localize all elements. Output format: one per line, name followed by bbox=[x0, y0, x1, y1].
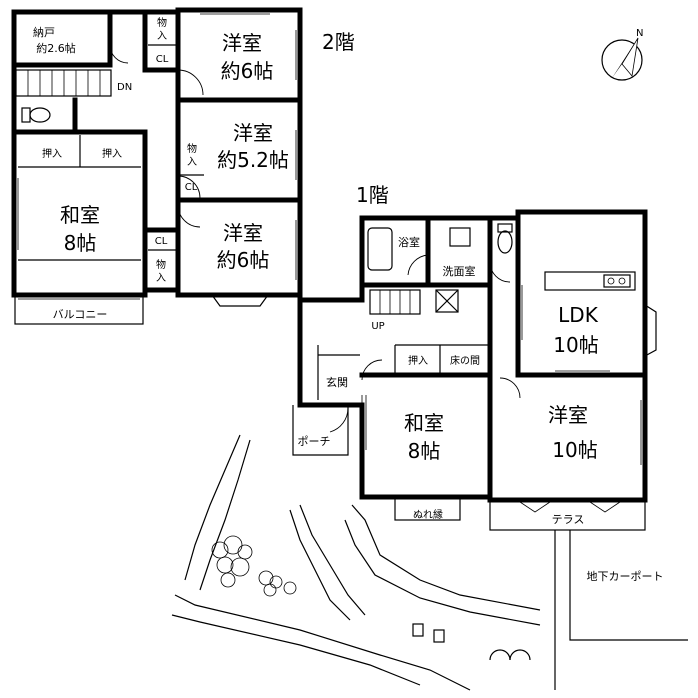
dn-label: DN bbox=[117, 82, 132, 93]
yoshitsu-a-size: 約6帖 bbox=[221, 59, 274, 83]
ldk-name: LDK bbox=[558, 303, 599, 327]
mono-b1: 物 bbox=[187, 142, 197, 155]
stairs-2f bbox=[15, 69, 112, 97]
slope-line-3 bbox=[289, 509, 351, 621]
slope-line-1 bbox=[351, 504, 541, 611]
toilet-1f bbox=[497, 230, 513, 254]
floor2-title: 2階 bbox=[322, 30, 355, 54]
yoshitsu-b-name: 洋室 bbox=[233, 121, 273, 145]
yoshitsu-1f-size: 10帖 bbox=[552, 438, 597, 462]
floor2-labels: 2階 納戸 約2.6帖 物 入 CL DN 洋室 約6帖 押入 押入 物 入 C… bbox=[33, 16, 355, 321]
yoshitsu-c-size: 約6帖 bbox=[217, 248, 270, 272]
terrace-label: テラス bbox=[552, 513, 585, 526]
bay-window-2f bbox=[211, 294, 269, 307]
genkan-label: 玄関 bbox=[326, 375, 348, 389]
floor1-labels: 1階 浴室 洗面室 UP LDK 10帖 押入 床の間 玄関 洋室 10帖 和室… bbox=[298, 183, 664, 583]
nando-walls bbox=[11, 11, 113, 68]
site-outline bbox=[171, 434, 688, 691]
floor1-plan bbox=[292, 209, 657, 531]
cl-c: CL bbox=[155, 236, 168, 247]
washbasin bbox=[449, 227, 471, 247]
mono-a1: 物 bbox=[157, 16, 167, 29]
nando-size: 約2.6帖 bbox=[36, 41, 76, 55]
floor1-title: 1階 bbox=[356, 183, 389, 207]
oshiire-1f: 押入 bbox=[408, 354, 428, 367]
ldk-size: 10帖 bbox=[553, 333, 598, 357]
balcony bbox=[14, 295, 144, 325]
terrace-deck bbox=[489, 499, 646, 531]
stairs-1f bbox=[369, 289, 421, 315]
toilet-2f bbox=[29, 107, 51, 123]
bay-window-1f bbox=[644, 304, 657, 357]
yoshitsu-c-name: 洋室 bbox=[223, 221, 263, 245]
floor2-plan bbox=[11, 7, 303, 325]
mono-b2: 入 bbox=[187, 157, 197, 168]
carport-label: 地下カーポート bbox=[587, 570, 664, 583]
mono-c1: 物 bbox=[156, 258, 166, 271]
tokonoma-label: 床の間 bbox=[450, 354, 480, 367]
yoshitsu-1f-name: 洋室 bbox=[548, 403, 588, 427]
slope-line-2 bbox=[184, 434, 241, 581]
mono-c2: 入 bbox=[156, 273, 166, 284]
balcony-label: バルコニー bbox=[53, 308, 108, 321]
compass: N bbox=[601, 28, 643, 81]
mono-a2: 入 bbox=[157, 31, 167, 42]
senmenshitsu-label: 洗面室 bbox=[443, 264, 476, 278]
porch-label: ポーチ bbox=[298, 435, 331, 448]
bathtub bbox=[367, 227, 393, 271]
compass-ring bbox=[601, 39, 643, 81]
nureen-deck bbox=[394, 497, 461, 521]
driveway-edge-1 bbox=[569, 530, 688, 641]
yoshitsu-a-name: 洋室 bbox=[222, 31, 262, 55]
washitsu-2f-size: 8帖 bbox=[64, 231, 97, 255]
nureen-label: ぬれ縁 bbox=[413, 508, 443, 521]
washitsu-1f-size: 8帖 bbox=[408, 439, 441, 463]
compass-north: N bbox=[636, 28, 643, 39]
washitsu-1f-name: 和室 bbox=[404, 411, 444, 435]
cl-a: CL bbox=[156, 54, 169, 65]
yokushitsu-label: 浴室 bbox=[398, 235, 420, 249]
cl-b: CL bbox=[185, 182, 198, 193]
oshiire-left: 押入 bbox=[42, 147, 62, 160]
yoshitsu-b-size: 約5.2帖 bbox=[217, 148, 289, 172]
wall-curve bbox=[174, 594, 471, 691]
washitsu-2f-name: 和室 bbox=[60, 203, 100, 227]
shrubs bbox=[211, 535, 297, 597]
up-label: UP bbox=[371, 321, 384, 332]
oshiire-right: 押入 bbox=[102, 147, 122, 160]
porch-outline bbox=[292, 405, 349, 456]
nando-name: 納戸 bbox=[33, 26, 55, 39]
kitchen-counter bbox=[544, 271, 636, 291]
